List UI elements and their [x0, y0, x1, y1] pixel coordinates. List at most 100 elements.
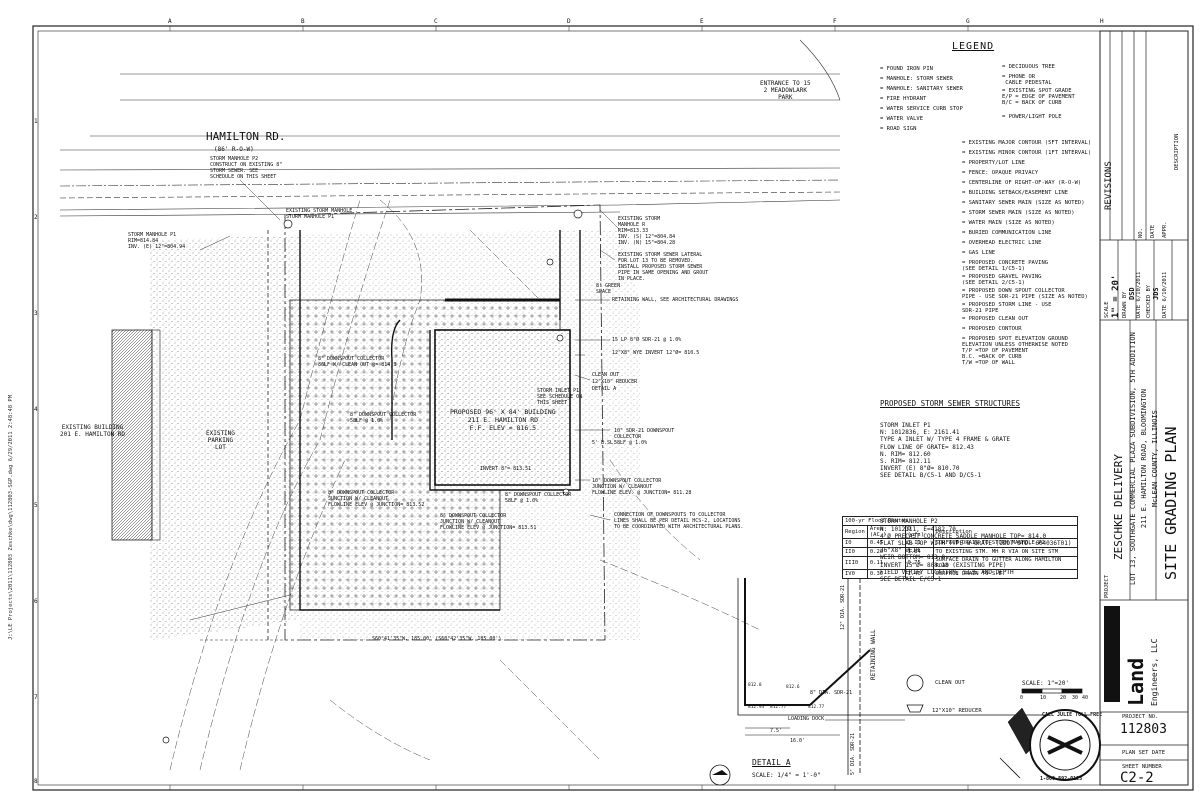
table-cell: III0 [842, 556, 868, 570]
legend-item: = PROPOSED GRAVEL PAVING (SEE DETAIL 2/C… [962, 274, 1042, 286]
project-label: PROJECT [1104, 574, 1110, 598]
grid-row-3: 3 [34, 310, 38, 317]
note-10in: 10" SDR-21 DOWNSPOUT COLLECTOR 58LF @ 1.… [614, 428, 675, 446]
detail-elev: 812.77 [808, 705, 825, 710]
legend-item: = PROPOSED DOWN SPOUT COLLECTOR PIPE - U… [962, 288, 1088, 300]
table-cell: 1.40 [904, 569, 934, 579]
checked-date: DATE 6/10/2011 [1162, 271, 1168, 318]
detail-label-dock: LOADING DOCK [788, 716, 825, 722]
julie-text: CALL JULIE TOLL FREE [1042, 712, 1103, 718]
structures-title: PROPOSED STORM SEWER STRUCTURES [880, 399, 1020, 409]
table-cell: TO EXISTING STM. MH R VIA ON SITE STM [932, 547, 1079, 557]
property-bearing: S60°41'35"W, 185.00' (S60°42'35"W, 185.0… [372, 636, 502, 642]
note-existing-mh: EXISTING STORM MANHOLE R RIM=813.33 INV.… [618, 216, 676, 246]
note-connection: CONNECTION OF DOWNSPOUTS TO COLLECTOR LI… [614, 512, 744, 530]
note-10in-junction: 10" DOWNSPOUT COLLECTOR JUNCTION W/ CLEA… [592, 478, 692, 496]
legend-item: = OVERHEAD ELECTRIC LINE [962, 240, 1042, 246]
note-collector-4: 8" DOWNSPOUT COLLECTOR 58LF @ 1.0% [505, 492, 572, 504]
table-cell: 0.20 [866, 547, 906, 557]
grid-col-h: H [1100, 18, 1104, 25]
julie-logo [1029, 709, 1101, 781]
legend-item: = BURIED COMMUNICATION LINE [962, 230, 1052, 236]
grid-row-1: 1 [34, 118, 38, 125]
legend-item: = FOUND IRON PIN [880, 66, 933, 72]
note-green: 8' GREEN SPACE [596, 283, 621, 295]
drawn-value: DSD [1128, 287, 1136, 300]
note-collector-1: 8" DOWNSPOUT COLLECTOR 86LF W/ CLEAN OUT… [318, 356, 397, 368]
grid-col-b: B [301, 18, 305, 25]
checked-value: JDS [1152, 287, 1160, 300]
legend-item: = WATER VALVE [880, 116, 924, 122]
grid-row-5: 5 [34, 502, 38, 509]
rev-header: NO. [1138, 228, 1144, 238]
plan-set-date: PLAN SET DATE [1122, 750, 1166, 756]
revisions-title: REVISIONS [1104, 161, 1114, 210]
scale-tick: 30 [1072, 695, 1079, 701]
grid-col-g: G [966, 18, 970, 25]
table-cell: 0.75 [904, 556, 934, 570]
legend-item: = PROPOSED CLEAN OUT [962, 316, 1029, 322]
sheet-number: C2-2 [1120, 770, 1154, 786]
scale-tick: 0 [1020, 695, 1024, 701]
detail-title: DETAIL A [752, 758, 791, 767]
legend-item: = PROPOSED SPOT ELEVATION GROUND ELEVATI… [962, 336, 1068, 366]
detail-scale: SCALE: 1/4" = 1'-0" [752, 772, 821, 779]
table-cell: IV0 [842, 569, 868, 579]
legend-item: = EXISTING SPOT GRADE E/P = EDGE OF PAVE… [1002, 88, 1075, 106]
note-bsl: 5' B.SL. [592, 440, 617, 446]
note-collector-3: 8" DOWNSPOUT COLLECTOR JUNCTION W/ CLEAN… [328, 490, 425, 508]
existing-building-label: EXISTING BUILDING 201 E. HAMILTON RD [60, 424, 126, 438]
flood-table-title: 100-yr Flood Routes [842, 516, 1078, 526]
legend-item: = POWER/LIGHT POLE [1002, 114, 1062, 120]
table-cell: I0 [842, 538, 868, 548]
flood-routes-table: 100-yr Flood Routes Region Area (AC.) Q … [842, 516, 1079, 579]
detail-label-12in: 12" DIA. SDR-21 [840, 584, 846, 630]
note-reducer: 12"X10" REDUCER [592, 379, 638, 385]
note-mh-existing: EXISTING STORM MANHOLE STORM MANHOLE P1 [286, 208, 353, 220]
building-label: PROPOSED 96' X 84' BUILDING 211 E. HAMIL… [450, 408, 556, 432]
drawn-date: DATE 6/10/2011 [1136, 271, 1142, 318]
legend-item: = ROAD SIGN [880, 126, 917, 132]
note-collector-5: 8" DOWNSPOUT COLLECTOR JUNCTION W/ CLEAN… [440, 513, 537, 531]
grid-row-8: 8 [34, 778, 38, 785]
grid-col-e: E [700, 18, 704, 25]
note-p2: STORM MANHOLE P2 CONSTRUCT ON EXISTING 8… [210, 156, 283, 180]
firm-name-2: Engineers, LLC [1150, 638, 1159, 706]
note-wye: 12"X8" WYE INVERT 12"Ø= 810.5 [612, 350, 700, 356]
detail-elev: 812.93 [748, 705, 765, 710]
grid-col-a: A [168, 18, 172, 25]
legend-item: = GAS LINE [962, 250, 996, 256]
entrance-label: ENTRANCE TO 15 2 MEADOWLARK PARK [760, 80, 811, 101]
grid-row-7: 7 [34, 694, 38, 701]
detail-elev: 812.6 [786, 685, 800, 690]
rev-header: DESCRIPTION [1174, 133, 1180, 170]
rev-header: APPR. [1162, 221, 1168, 238]
road-name: HAMILTON RD. [206, 130, 286, 143]
note-invert: INVERT 8"= 813.51 [480, 466, 532, 472]
scale-tick: 40 [1082, 695, 1089, 701]
legend-item: = PROPOSED STORM LINE - USE SDR-21 PIPE [962, 302, 1052, 314]
legend-title: LEGEND [952, 41, 995, 52]
legend-item: = MANHOLE: SANITARY SEWER [880, 86, 963, 92]
table-cell: 0.11 [866, 556, 906, 570]
grid-col-f: F [833, 18, 837, 25]
note-collector-2: 8" DOWNSPOUT COLLECTOR 58LF @ 1.0% [350, 412, 417, 424]
sheet-title: SITE GRADING PLAN [1162, 426, 1180, 580]
note-lateral: EXISTING STORM SEWER LATERAL FOR LOT 13 … [618, 252, 709, 282]
julie-phone: 1-800-892-0123 [1040, 776, 1083, 782]
note-mh-p1: STORM MANHOLE P1 RIM=814.84 INV. (E) 12"… [128, 232, 186, 250]
scale-tick: 10 [1040, 695, 1047, 701]
rev-header: DATE [1150, 224, 1156, 238]
detail-label-retaining: RETAINING WALL [870, 629, 877, 680]
table-cell: 0.45 [866, 538, 906, 548]
table-header: Region [842, 525, 868, 539]
project-no-label: PROJECT NO. [1122, 714, 1159, 720]
scale-label: SCALE: 1"=20' [1022, 680, 1069, 687]
table-cell: 0.30 [866, 569, 906, 579]
detail-label-16: 16.0' [790, 738, 806, 744]
legend-item: = CENTERLINE OF RIGHT-OF-WAY (R-O-W) [962, 180, 1082, 186]
